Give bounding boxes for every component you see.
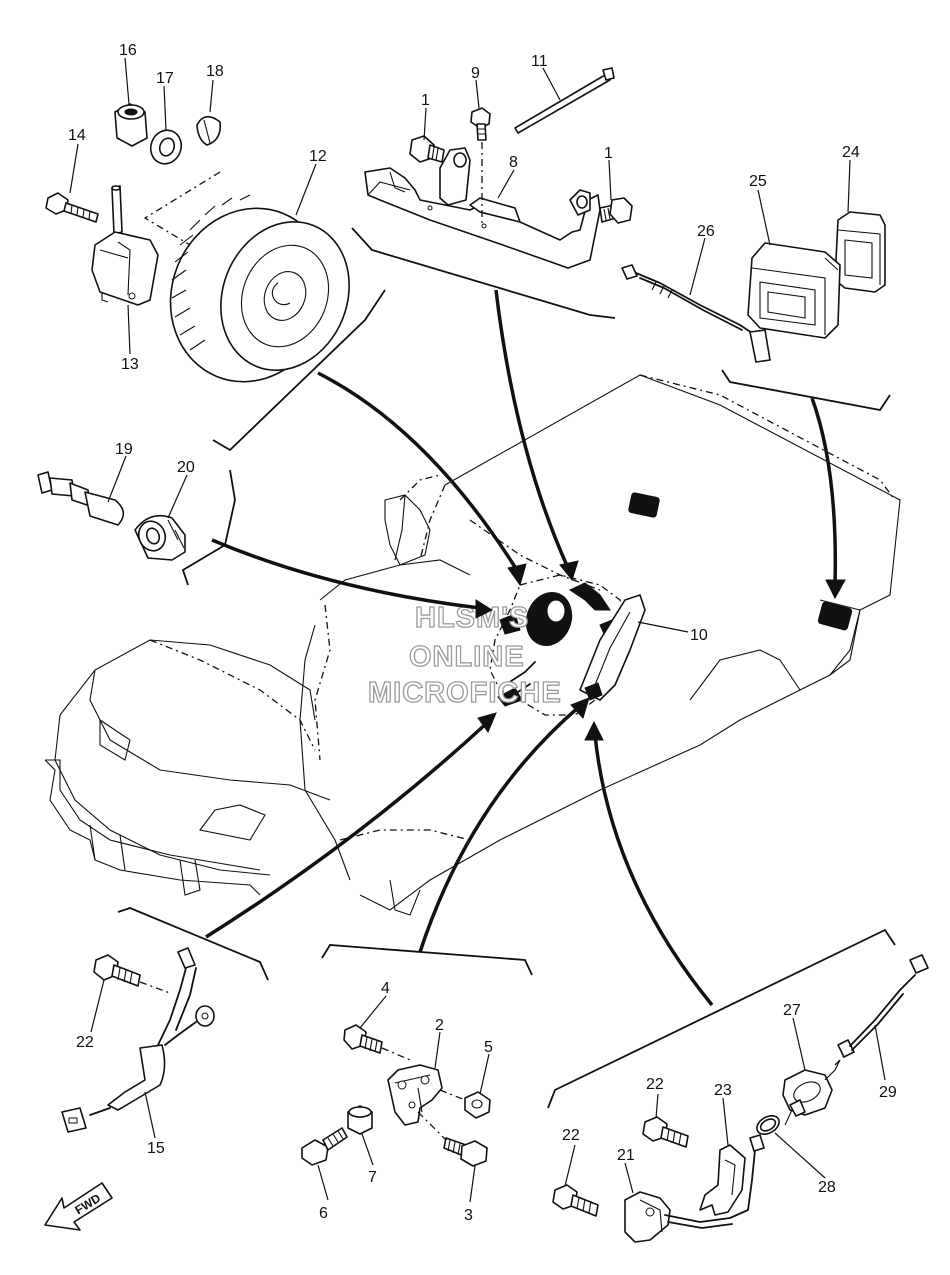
callout-3: 3: [464, 1207, 473, 1224]
bolt-22-lower: [552, 1184, 599, 1217]
bolt-3: [417, 1111, 488, 1167]
callout-4: 4: [381, 980, 390, 997]
cable-tie-11: [514, 67, 615, 134]
wire-harness-26: [621, 264, 771, 363]
callout-1-right: 1: [604, 145, 613, 162]
callout-12: 12: [309, 148, 327, 165]
callout-19: 19: [115, 441, 133, 458]
callout-21: 21: [617, 1147, 635, 1164]
callout-28: 28: [818, 1179, 836, 1196]
bolt-1-right: [599, 197, 633, 224]
callout-2: 2: [435, 1017, 444, 1034]
callout-29: 29: [879, 1084, 897, 1101]
watermark-line-3: MICROFICHE: [368, 677, 562, 709]
speed-sensor-27: [782, 1054, 846, 1126]
nut-5: [439, 1089, 491, 1119]
callout-24: 24: [842, 144, 860, 161]
callout-1-left: 1: [421, 92, 430, 109]
group-speed-sensor: [547, 928, 929, 1243]
callout-15: 15: [147, 1140, 165, 1157]
callout-13: 13: [121, 356, 139, 373]
ground-lead-15: [61, 947, 215, 1133]
o-ring-28: [756, 1115, 780, 1135]
woodruff-key-18: [196, 115, 222, 146]
bolt-9: [470, 107, 491, 225]
callout-8: 8: [509, 154, 518, 171]
callout-26: 26: [697, 223, 715, 240]
lead-wire-29: [837, 954, 929, 1058]
leader-arrows: [205, 289, 846, 1007]
watermark: HLSM'S ONLINE MICROFICHE: [367, 601, 562, 709]
callout-16: 16: [119, 42, 137, 59]
group-plug: [37, 469, 236, 586]
bracket-2: [387, 1064, 443, 1126]
callout-7: 7: [368, 1169, 377, 1186]
washer-17: [149, 129, 183, 165]
group-cdi-unit: [621, 211, 891, 411]
watermark-line-2: ONLINE: [409, 641, 525, 673]
vehicle-outline: [44, 374, 901, 916]
callout-22-left: 22: [76, 1034, 94, 1051]
plug-cap-20: [134, 514, 186, 561]
engine-center-assembly: [489, 574, 646, 716]
spark-plug-19: [37, 471, 125, 526]
collar-16: [114, 103, 148, 147]
callout-leaders: [69, 57, 886, 1203]
callout-23: 23: [714, 1082, 732, 1099]
callout-22-middle: 22: [646, 1076, 664, 1093]
callout-14: 14: [68, 127, 86, 144]
collar-7: [347, 1105, 373, 1135]
flywheel-rotor: [169, 194, 350, 383]
bolt-4: [343, 1024, 411, 1061]
group-ground-lead: [61, 907, 269, 1133]
callout-6: 6: [319, 1205, 328, 1222]
callout-9: 9: [471, 65, 480, 82]
group-flywheel-ignition: [45, 103, 386, 452]
callout-5: 5: [484, 1039, 493, 1056]
bolt-6: [301, 1127, 348, 1166]
group-sensor-bracket: [301, 944, 533, 1167]
speed-sensor-21: [624, 1134, 765, 1243]
plate-23: [699, 1144, 746, 1216]
callout-10: 10: [690, 627, 708, 644]
bolt-14: [45, 192, 99, 223]
callout-25: 25: [749, 173, 767, 190]
callout-27: 27: [783, 1002, 801, 1019]
bolt-22-middle: [642, 1116, 689, 1148]
rectifier-regulator-25: [747, 242, 841, 339]
callout-numbers: 16 17 18 14 12 13 1 9 11 8 1 24 25 26 19…: [68, 42, 897, 1224]
callout-18: 18: [206, 63, 224, 80]
group-bracket: [351, 67, 633, 319]
callout-11: 11: [531, 53, 548, 70]
ignition-coil: [91, 185, 159, 306]
forward-direction-arrow: FWD: [44, 1182, 113, 1231]
callout-22-lower: 22: [562, 1127, 580, 1144]
callout-20: 20: [177, 459, 195, 476]
cdi-unit-24: [834, 211, 886, 293]
bolt-1-left: [409, 135, 445, 163]
callout-17: 17: [156, 70, 174, 87]
bolt-22-left: [93, 954, 171, 994]
